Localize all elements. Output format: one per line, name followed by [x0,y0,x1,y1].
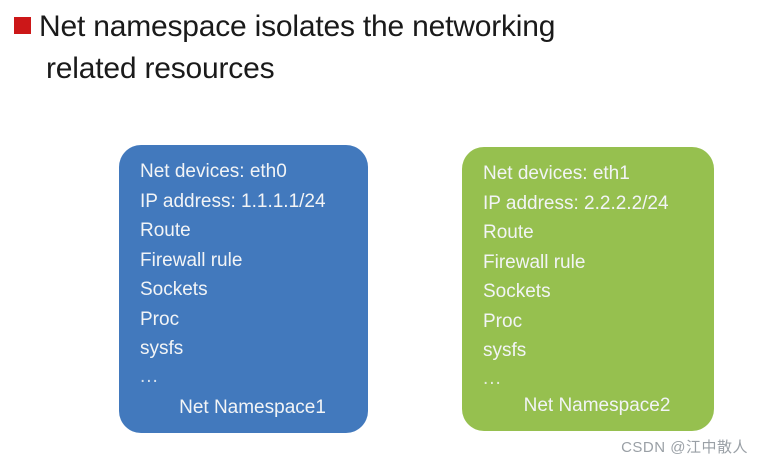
list-item: Sockets [140,279,208,300]
list-item: Firewall rule [140,249,243,271]
list-item: Net devices: eth1 [483,163,630,184]
net-namespace-2-resource-list: Net devices: eth1 IP address: 2.2.2.2/24… [483,159,706,392]
net-namespace-1-resource-list: Net devices: eth0 IP address: 1.1.1.1/24… [140,157,360,390]
list-item: sysfs [140,338,184,359]
net-namespace-1-box: Net devices: eth0 IP address: 1.1.1.1/24… [119,145,368,433]
list-item: Proc [140,308,180,330]
list-item: IP address: 1.1.1.1/24 [140,190,326,212]
list-item: Proc [483,310,523,332]
net-namespace-1-label: Net Namespace1 [179,397,326,418]
list-item: Route [483,222,534,243]
net-namespace-2-label: Net Namespace2 [523,395,671,416]
title-line-1: Net namespace isolates the networking [14,6,744,48]
list-item: IP address: 2.2.2.2/24 [483,192,669,214]
list-item: Sockets [483,281,551,302]
list-item: sysfs [483,340,527,361]
list-item: Net devices: eth0 [140,161,287,182]
list-item: Firewall rule [483,251,586,273]
page-title: Net namespace isolates the networking re… [14,6,744,90]
list-item: Route [140,220,191,241]
red-square-bullet-icon [14,17,31,34]
list-ellipsis: ... [140,365,159,387]
net-namespace-2-box: Net devices: eth1 IP address: 2.2.2.2/24… [462,147,714,431]
list-ellipsis: ... [483,367,502,389]
title-line-2: related resources [46,52,275,85]
watermark: CSDN @江中散人 [621,439,748,456]
title-line-1-text: Net namespace isolates the networking [39,10,556,43]
